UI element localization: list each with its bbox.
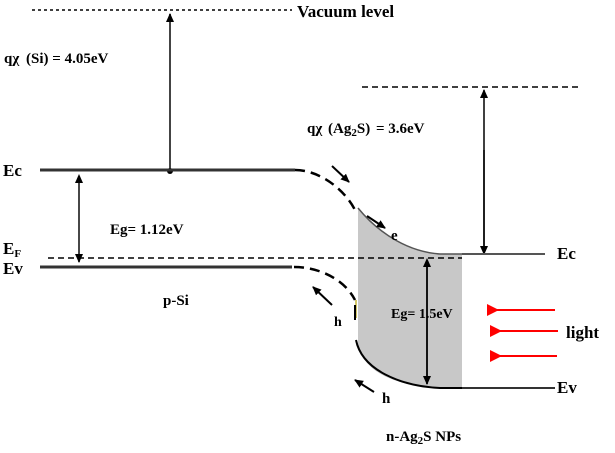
- electron-flow-arrow-upper: [331, 165, 350, 183]
- ev-right-label: Ev: [557, 378, 577, 397]
- ag2s-bandgap-region: [358, 208, 462, 388]
- ev-left-label: Ev: [3, 259, 23, 278]
- eg-ag2s-label: Eg= 1.5eV: [391, 307, 453, 322]
- n-ag2s-label: n-Ag2S NPs: [386, 429, 461, 447]
- ag2s-ec-curve: [357, 207, 462, 255]
- chi-ag2s-label: qχ (Ag2S) = 3.6eV: [307, 121, 425, 139]
- chi-si-label: qχ (Si) = 4.05eV: [4, 51, 108, 67]
- light-arrows: [487, 304, 558, 362]
- hole-flow-arrow-upper: [312, 286, 333, 306]
- p-si-label: p-Si: [163, 293, 189, 309]
- vacuum-level-label: Vacuum level: [297, 2, 394, 21]
- eg-si-label: Eg= 1.12eV: [110, 222, 184, 238]
- hole-flow-arrow-lower: [354, 379, 375, 393]
- ec-right-label: Ec: [557, 244, 576, 263]
- hole-label-upper: h: [334, 315, 342, 330]
- electron-flow-arrow-lower: [366, 215, 386, 229]
- si-ev-bend: [293, 265, 357, 301]
- si-ec-bend: [294, 168, 357, 211]
- light-label: light: [566, 323, 599, 342]
- ec-left-label: Ec: [3, 161, 22, 180]
- electron-label: e: [391, 228, 398, 244]
- hole-label-lower: h: [382, 391, 391, 407]
- ef-left-label: EF: [3, 239, 21, 260]
- ag2s-ev-curve: [355, 339, 462, 389]
